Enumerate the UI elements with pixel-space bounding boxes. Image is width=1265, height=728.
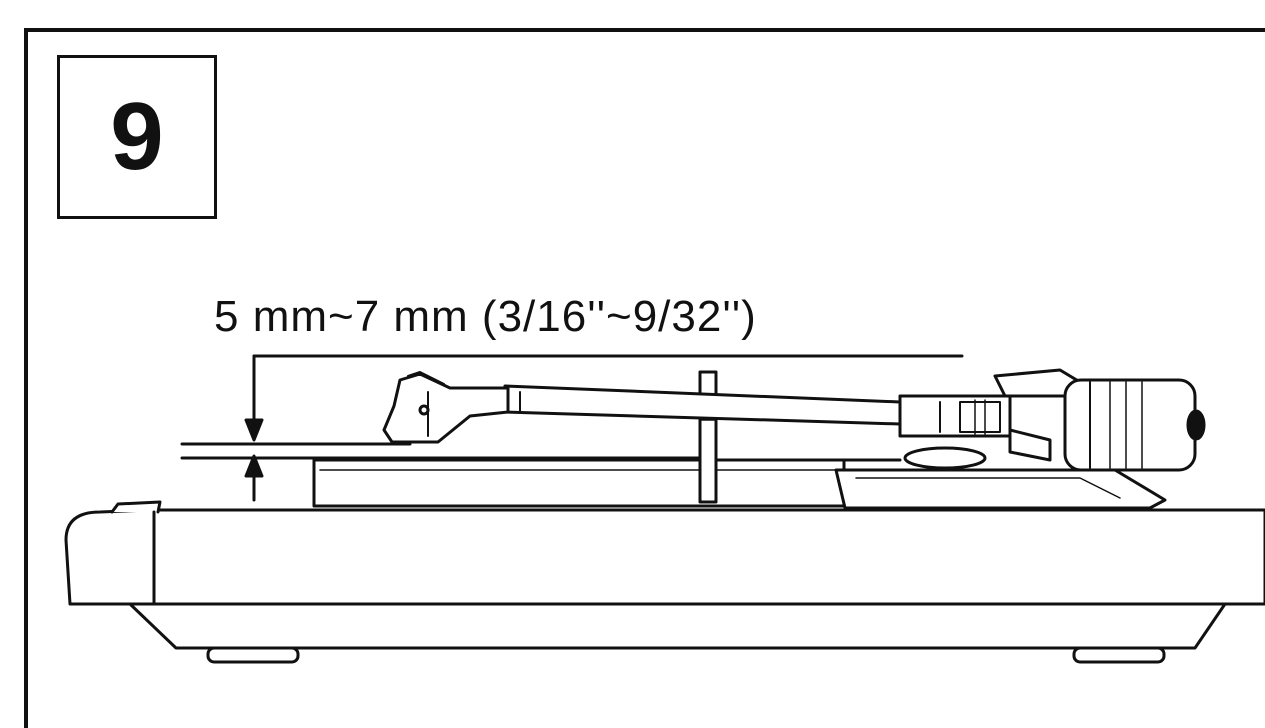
turntable-illustration: [64, 354, 1265, 664]
turntable-base: [64, 500, 1265, 664]
height-dimension-label: 5 mm~7 mm (3/16''~9/32''): [214, 292, 757, 341]
diagram-frame: [24, 28, 1265, 728]
counterweight: [1063, 378, 1206, 472]
step-number: 9: [110, 83, 164, 190]
platter: [312, 458, 902, 508]
arm-rest: [698, 370, 718, 504]
tonearm-pivot: [898, 368, 1082, 462]
record-surface-line: [180, 442, 702, 460]
dimension-line: [244, 354, 964, 502]
headshell-cartridge: [382, 371, 510, 444]
step-number-box: 9: [57, 55, 217, 219]
tonearm-base: [834, 446, 1167, 510]
